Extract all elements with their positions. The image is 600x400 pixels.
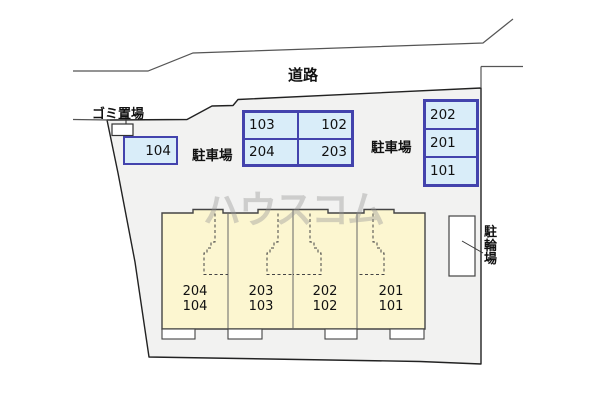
entry-step (161, 328, 196, 340)
parking-space-203: 203 (298, 138, 352, 165)
unit1-stair-dashed-path (203, 213, 228, 275)
unit-upper-number: 201 (378, 284, 404, 299)
entry-step (389, 328, 425, 340)
entry-step (324, 328, 358, 340)
parking-space-202: 202 (425, 101, 477, 129)
parking-grid-center: 103 102 204 203 (242, 110, 354, 167)
parking-space-201: 201 (425, 129, 477, 157)
road-label: 道路 (288, 66, 319, 84)
unit-upper-number: 204 (182, 284, 208, 299)
unit4-stair-dashed-path (357, 213, 385, 275)
unit-lower-number: 104 (182, 298, 208, 314)
entry-step (227, 328, 263, 340)
parking-space-104: 104 (123, 136, 178, 165)
unit-upper-number: 203 (248, 284, 274, 299)
parking-right-label: 駐車場 (371, 140, 412, 156)
unit-label-203-103: 203 103 (233, 284, 289, 314)
unit-label-202-102: 202 102 (297, 284, 353, 314)
unit-lower-number: 102 (312, 298, 338, 314)
parking-space-number: 104 (145, 142, 171, 159)
garbage-box (111, 123, 134, 137)
parking-left-label: 駐車場 (192, 148, 233, 164)
bicycle-parking-label: 駐輪場 (484, 225, 498, 267)
parking-space-103: 103 (244, 112, 298, 139)
parking-space-102: 102 (298, 112, 352, 139)
road-far-edge-line (73, 18, 514, 72)
unit2-stair-dashed-path (266, 213, 293, 275)
unit-lower-number: 103 (248, 298, 274, 314)
unit-lower-number: 101 (378, 298, 404, 314)
parking-column-right: 202 201 101 (423, 99, 479, 187)
bicycle-parking-box (448, 215, 476, 277)
unit-label-204-104: 204 104 (167, 284, 223, 314)
unit-label-201-101: 201 101 (363, 284, 419, 314)
unit-upper-number: 202 (312, 284, 338, 299)
garbage-area-label: ゴミ置場 (92, 107, 145, 122)
bicycle-leader-line (461, 240, 484, 254)
road-near-edge-line (72, 118, 111, 121)
parking-space-101: 101 (425, 157, 477, 185)
parking-space-204: 204 (244, 138, 298, 165)
unit3-stair-dashed-path (293, 213, 322, 275)
